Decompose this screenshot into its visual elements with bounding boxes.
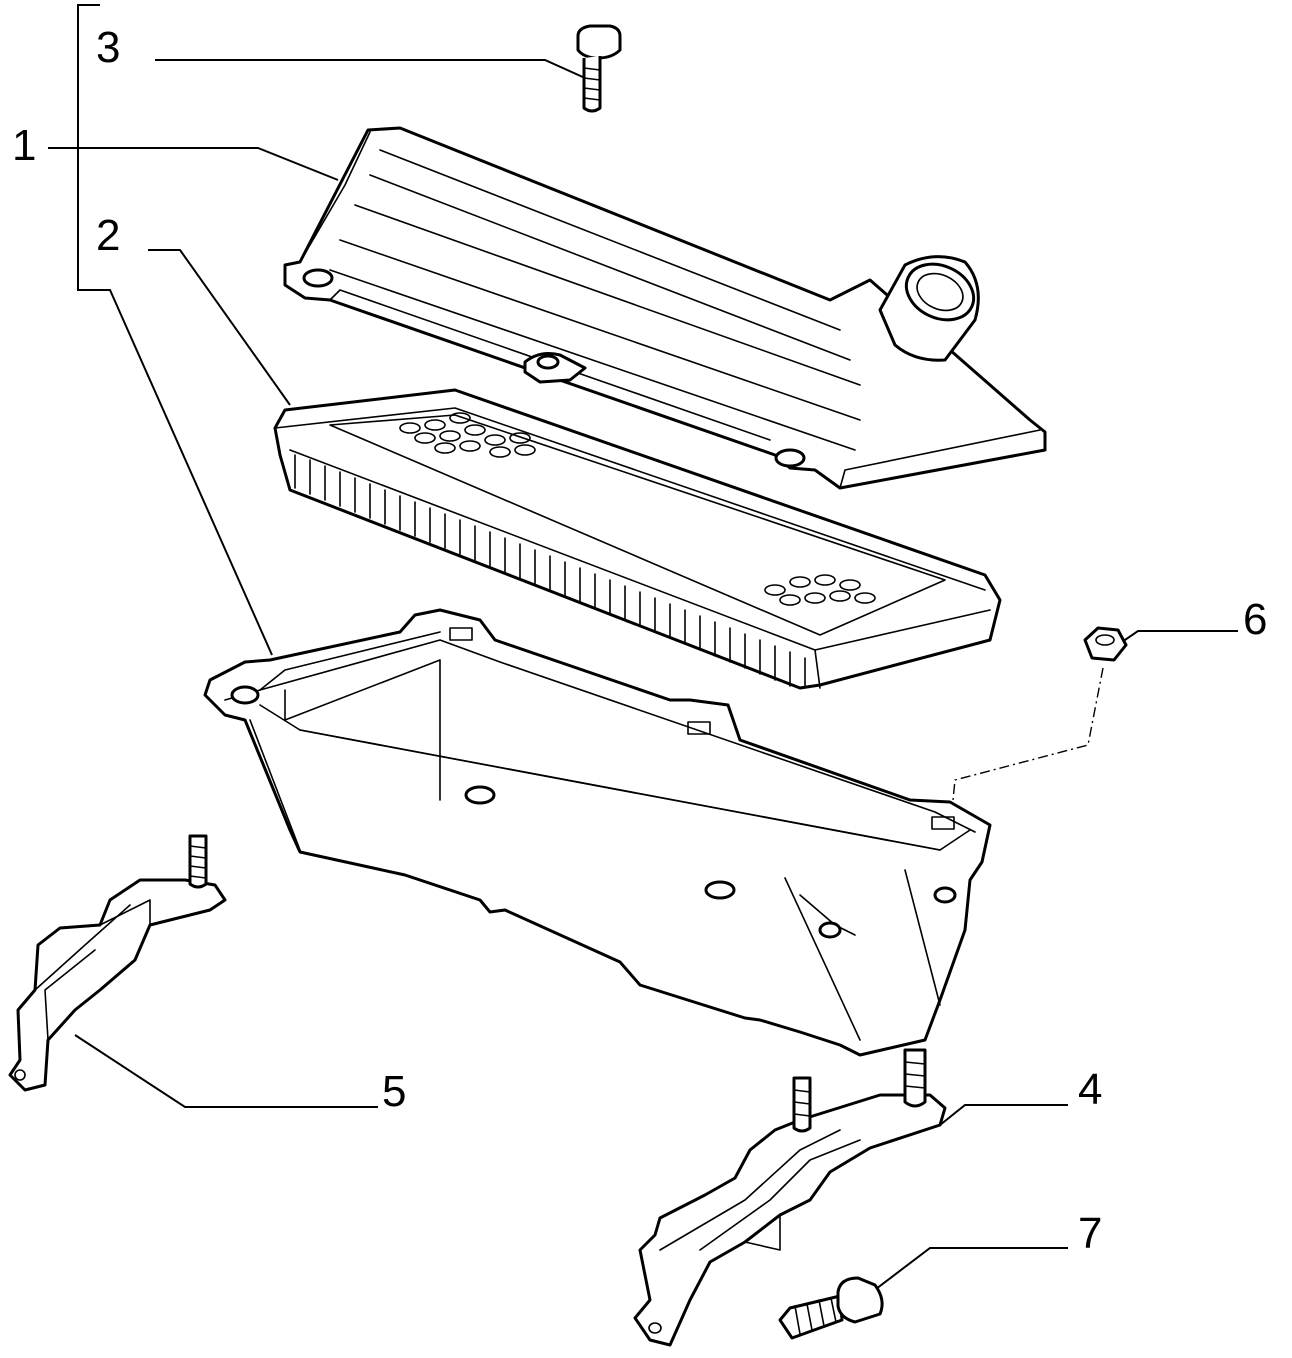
bracket-part-4 xyxy=(633,1048,947,1347)
nut-part-6 xyxy=(1083,626,1128,662)
callout-2: 2 xyxy=(96,211,121,260)
bolt-part-3 xyxy=(576,24,622,113)
filter-mesh-holes xyxy=(399,412,876,606)
leader-7 xyxy=(871,1247,1068,1293)
callout-7: 7 xyxy=(1078,1209,1103,1258)
centerline-6 xyxy=(949,667,1104,831)
bolt-part-7 xyxy=(778,1276,884,1340)
leader-2 xyxy=(148,249,291,406)
leader-3 xyxy=(155,59,586,79)
filter-part-2 xyxy=(273,388,1002,690)
lower-housing xyxy=(203,608,992,1057)
callout-3: 3 xyxy=(96,23,121,72)
leader-6 xyxy=(1121,630,1238,643)
leader-5 xyxy=(74,1034,378,1108)
callout-5: 5 xyxy=(382,1067,407,1116)
bracket-part-5 xyxy=(8,834,227,1092)
leader-4 xyxy=(939,1104,1068,1126)
leader-2b xyxy=(100,289,273,656)
callout-4: 4 xyxy=(1078,1065,1103,1114)
callout-6: 6 xyxy=(1243,595,1268,644)
callout-1: 1 xyxy=(12,121,37,170)
filter-pleats xyxy=(294,454,806,689)
leader-1 xyxy=(48,147,339,181)
cover-part-1 xyxy=(283,126,1047,490)
